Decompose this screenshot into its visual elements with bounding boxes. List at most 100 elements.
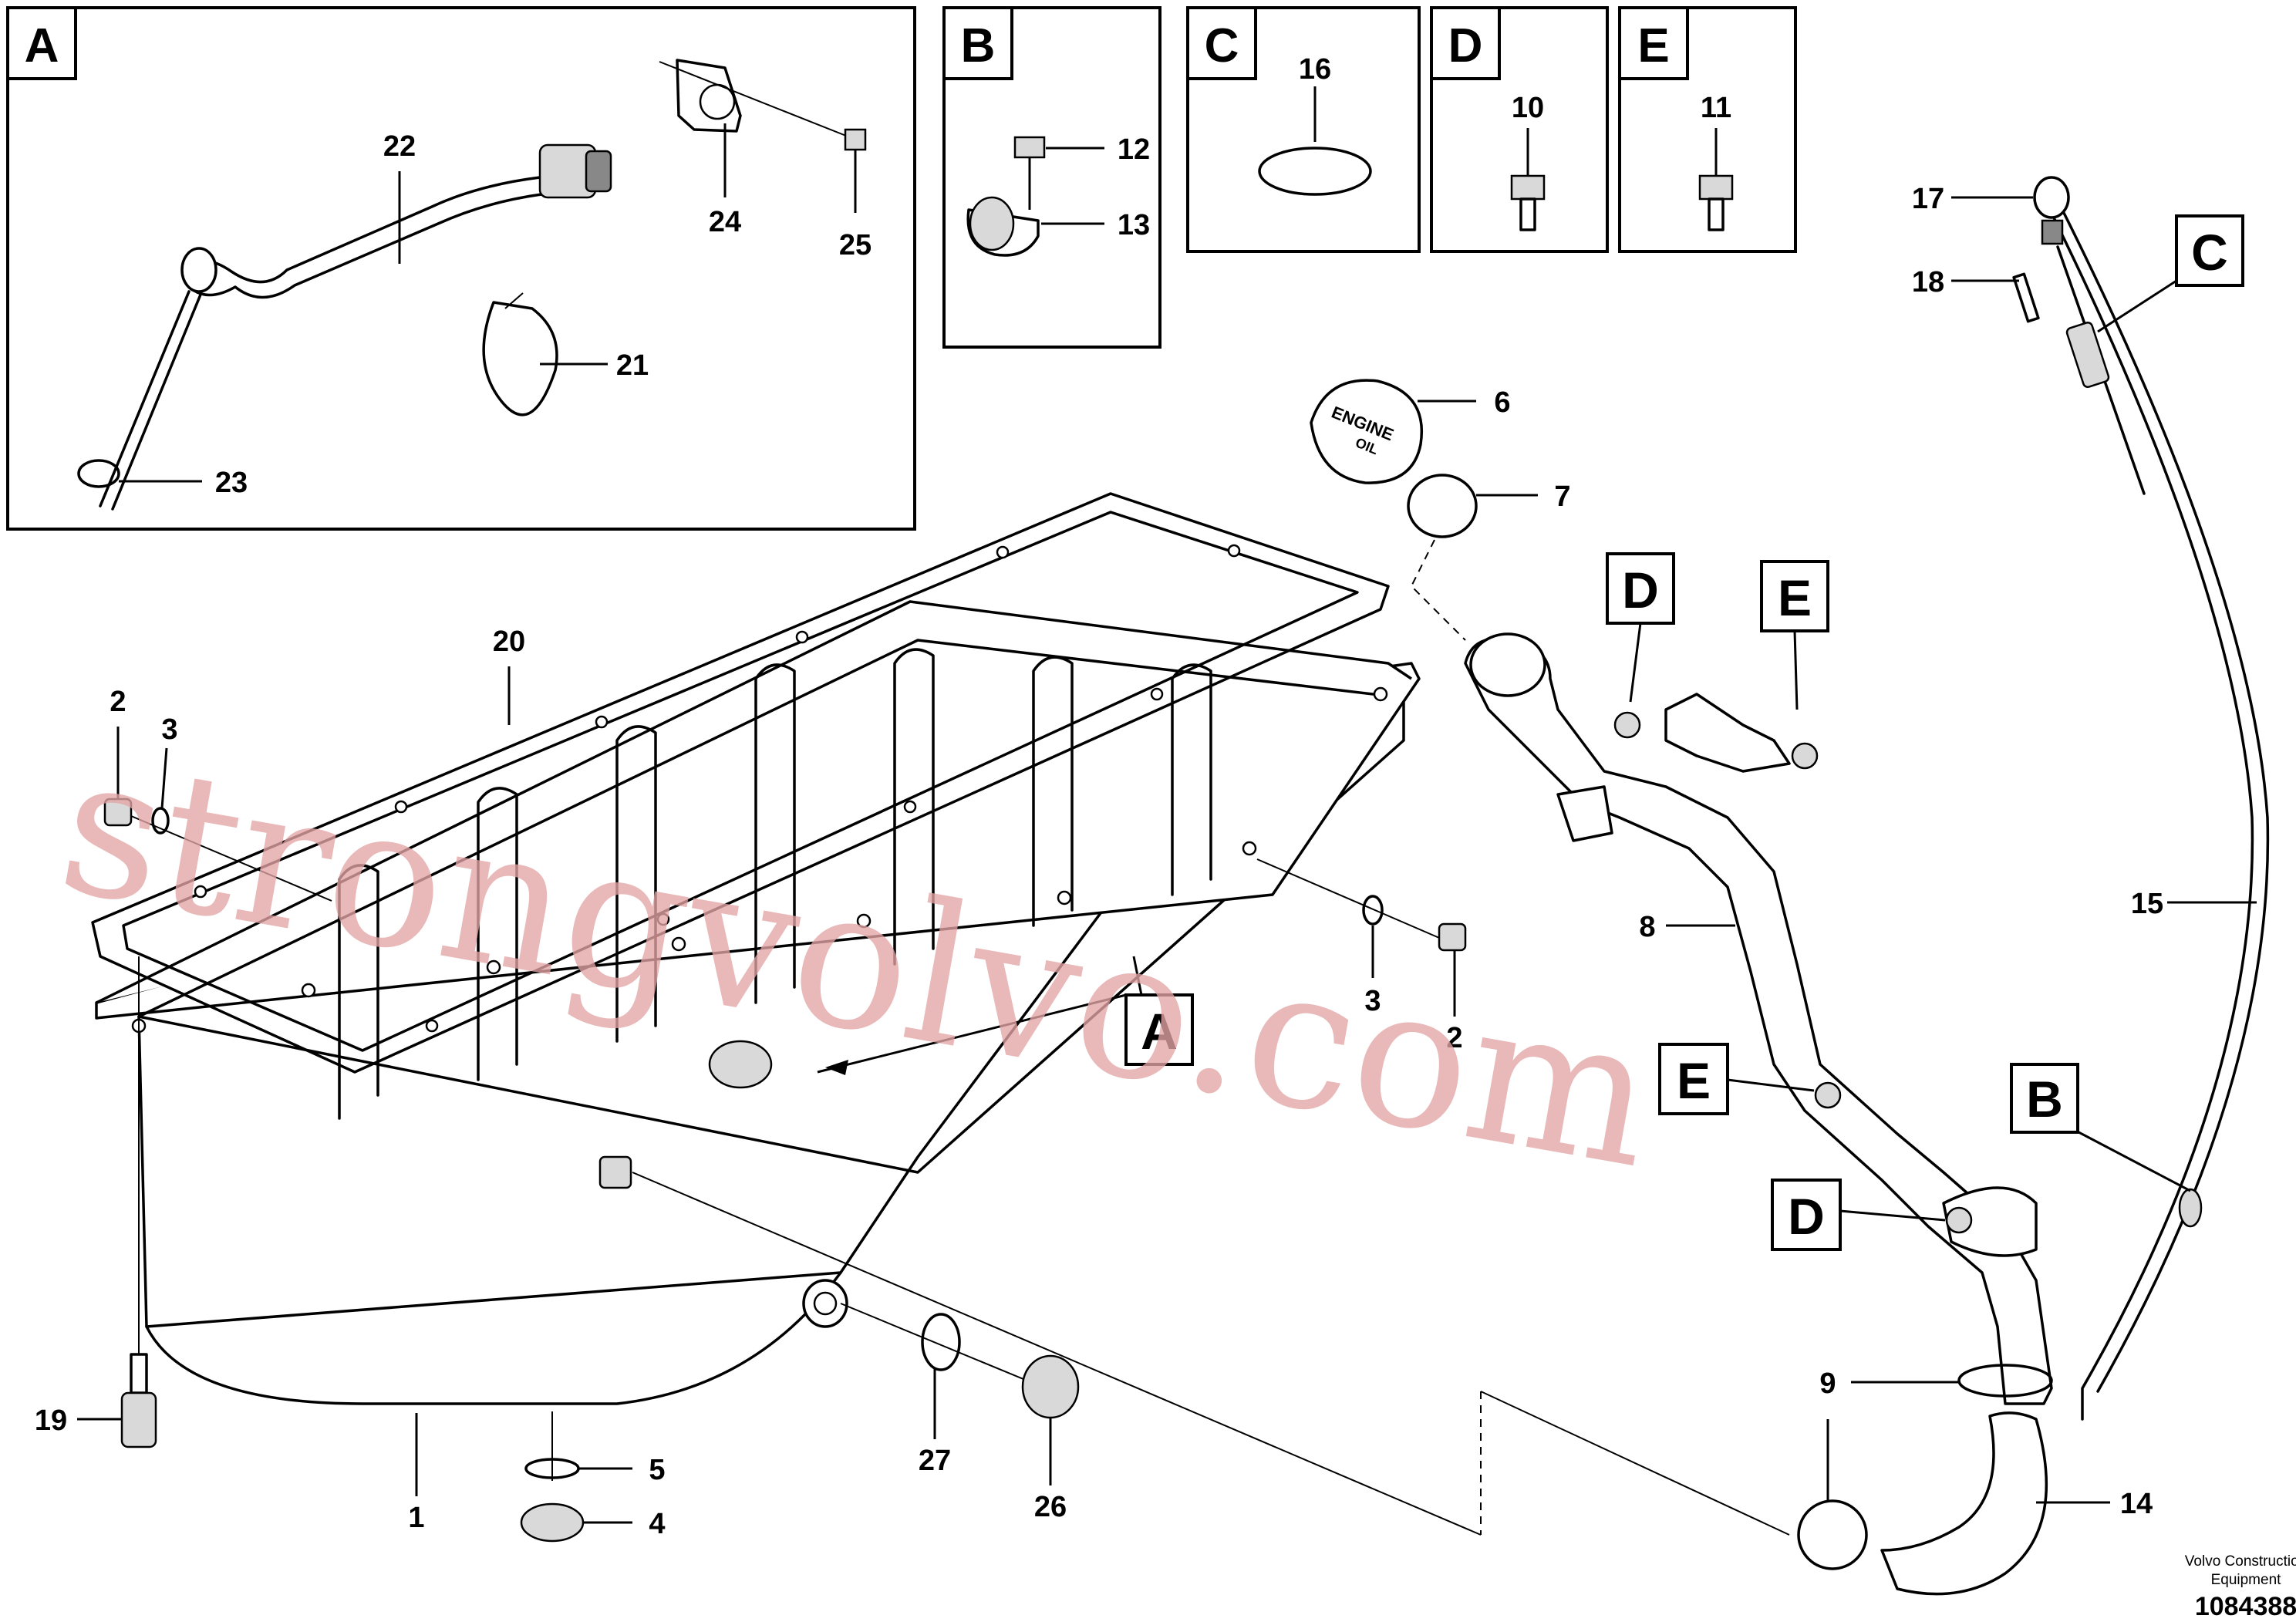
dipstick-handle-17 xyxy=(2033,176,2070,219)
gasket-hole xyxy=(656,912,670,926)
gasket-inner xyxy=(122,511,1359,1052)
callout-e-lower-box xyxy=(1658,1043,1729,1115)
inset-b-letter: B xyxy=(961,19,996,73)
label-1: 1 xyxy=(408,1502,424,1534)
cable-tie-tail xyxy=(504,292,524,309)
drain-plug-4 xyxy=(520,1502,585,1543)
inset-d-frame xyxy=(1430,6,1609,253)
dipstick-bracket xyxy=(2065,322,2110,388)
inset-a: A 22 24 25 21 23 xyxy=(6,6,916,531)
inset-b-letter-box xyxy=(942,6,1013,80)
callout-b-letter: B xyxy=(2026,1071,2063,1128)
gasket-hole xyxy=(903,800,917,814)
flange-axis-line xyxy=(659,61,851,138)
label-16: 16 xyxy=(1299,53,1331,86)
seal-7 xyxy=(1407,474,1478,538)
dipstick-guide-15 xyxy=(2044,199,2254,1421)
label-3-right: 3 xyxy=(1364,985,1381,1017)
callout-d-upper-line xyxy=(1629,622,1642,703)
callout-a-arrow xyxy=(825,1060,848,1075)
label-25: 25 xyxy=(839,229,872,261)
inset-a-frame xyxy=(6,6,916,531)
gasket-hole xyxy=(795,630,809,644)
inset-d: D 10 xyxy=(1430,6,1609,253)
bolt-e-lower xyxy=(1814,1081,1842,1109)
gasket-outer xyxy=(91,492,1390,1074)
inset-c-letter: C xyxy=(1205,19,1239,73)
seal-27 xyxy=(921,1313,961,1371)
tube-fitting xyxy=(585,150,612,193)
oil-level-sensor xyxy=(120,1391,157,1448)
rib-1 xyxy=(338,864,379,1120)
oil-filler-tube: 8 xyxy=(1464,632,2053,1405)
callout-c-box xyxy=(2175,214,2244,287)
rib-3 xyxy=(615,725,657,1043)
plug-axis-right xyxy=(1256,858,1451,943)
bolt-e-upper xyxy=(1791,742,1819,770)
cap-axis-dashed xyxy=(1410,539,1466,641)
inset-c-letter-box xyxy=(1186,6,1257,80)
gasket-hole xyxy=(996,545,1010,559)
bolt-25-head xyxy=(844,128,867,151)
plug-port-26 xyxy=(598,1155,632,1189)
filler-neck xyxy=(1469,632,1546,697)
company-name-line2: Equipment xyxy=(2211,1572,2282,1588)
tube-bracket-lower xyxy=(1556,785,1613,842)
leader-3-upper xyxy=(160,747,168,809)
drain-port-bore xyxy=(813,1291,838,1316)
gasket-hole xyxy=(1227,544,1241,558)
label-21: 21 xyxy=(616,349,649,382)
cable-tie xyxy=(482,301,558,416)
label-4: 4 xyxy=(649,1508,665,1540)
flange-hole xyxy=(301,983,316,998)
gasket-hole xyxy=(394,800,408,814)
flange-hole xyxy=(486,959,501,975)
label-15: 15 xyxy=(2131,888,2163,920)
rib-5 xyxy=(893,648,935,966)
label-22: 22 xyxy=(383,130,416,163)
document-number: 1084388 xyxy=(2195,1592,2296,1621)
callout-a-letter: A xyxy=(1141,1003,1178,1060)
label-14: 14 xyxy=(2120,1488,2153,1520)
flange-hole xyxy=(1057,890,1072,905)
rib-6 xyxy=(1032,656,1074,927)
cap-body xyxy=(1310,379,1423,484)
dipstick-seal xyxy=(2041,219,2064,245)
plug-2-right xyxy=(1438,922,1467,952)
bolt-11-shank xyxy=(1708,197,1725,231)
callout-a-line-2 xyxy=(1132,956,1143,996)
gasket-hole xyxy=(425,1019,439,1033)
callout-e-upper-line xyxy=(1793,630,1799,710)
dipstick-tube-lower xyxy=(99,290,190,508)
callout-d-upper-box xyxy=(1606,552,1675,625)
label-10: 10 xyxy=(1512,92,1544,124)
tube-flange-lower xyxy=(1942,1186,2038,1257)
label-6: 6 xyxy=(1494,386,1510,419)
bolt-10-shank xyxy=(1519,197,1536,231)
label-18: 18 xyxy=(1912,266,1944,298)
gasket: 20 xyxy=(91,492,1390,1074)
bolt-12-head xyxy=(1013,136,1046,159)
o-ring-16 xyxy=(1258,147,1372,196)
gasket-hole xyxy=(595,715,609,729)
label-11: 11 xyxy=(1701,92,1731,124)
callout-d-upper: D xyxy=(1606,552,1675,703)
label-20: 20 xyxy=(493,626,525,658)
label-19: 19 xyxy=(35,1404,67,1437)
inset-c: C 16 xyxy=(1186,6,1421,253)
callout-d-upper-letter: D xyxy=(1622,561,1659,619)
rib-2 xyxy=(477,787,518,1081)
callout-b-box xyxy=(2010,1063,2079,1134)
dipstick-tube-lower-b xyxy=(111,293,202,511)
inset-e-letter-box xyxy=(1618,6,1689,80)
flange-hole xyxy=(1242,841,1257,856)
callout-e-lower-letter: E xyxy=(1677,1052,1711,1109)
label-17: 17 xyxy=(1912,183,1944,215)
hose-clamp-9-lower xyxy=(1797,1499,1868,1570)
gasket-hole xyxy=(194,885,207,899)
oil-pan-inner-rim xyxy=(137,639,1374,1018)
callout-e-upper-letter: E xyxy=(1778,569,1812,626)
hose-axis-line xyxy=(632,1172,1482,1536)
label-24: 24 xyxy=(709,206,741,238)
